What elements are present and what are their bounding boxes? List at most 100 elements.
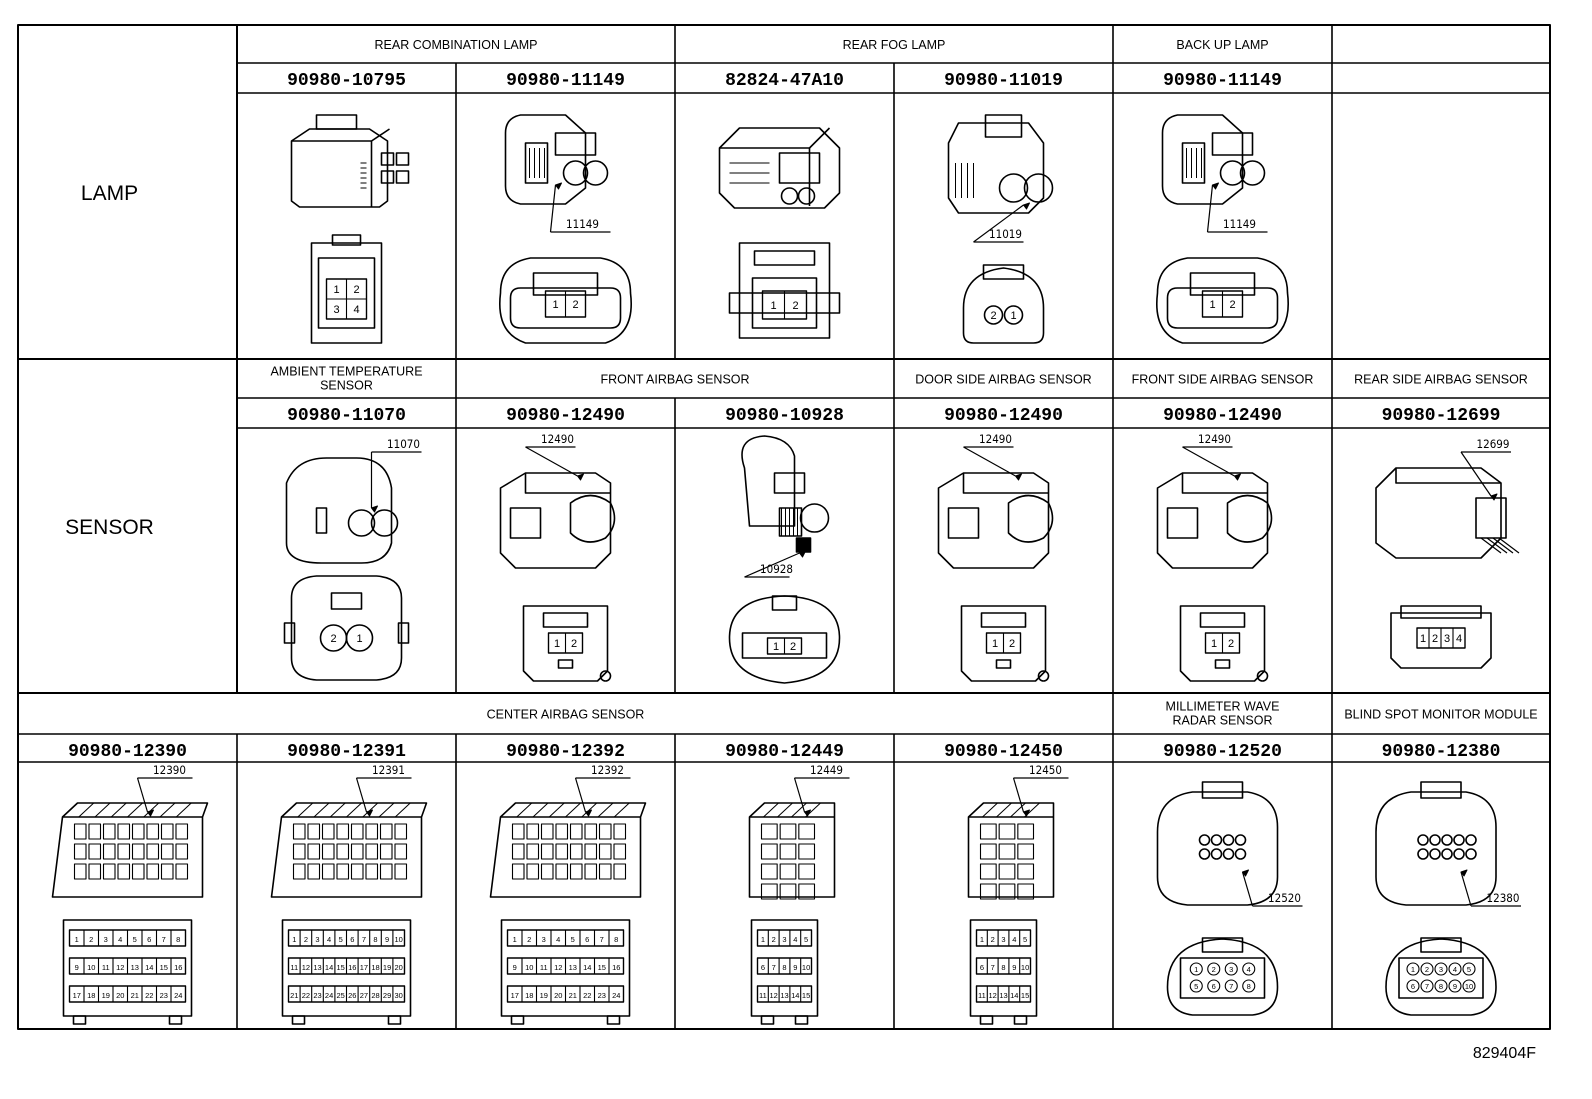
pin-number: 1 xyxy=(552,299,558,311)
part-number: 90980-12390 xyxy=(68,742,187,762)
pin-number: 1 xyxy=(1010,310,1016,322)
pin-number: 11 xyxy=(102,963,110,972)
part-number: 90980-12490 xyxy=(944,406,1063,426)
pin-number: 11 xyxy=(759,991,767,1000)
pin-number: 7 xyxy=(1229,982,1233,991)
pin-number: 4 xyxy=(793,935,797,944)
pin-number: 2 xyxy=(571,638,577,650)
pin-number: 19 xyxy=(540,991,548,1000)
pin-number: 3 xyxy=(333,304,339,316)
pin-number: 1 xyxy=(1420,633,1426,645)
group-label: REAR FOG LAMP xyxy=(843,38,946,52)
pin-number: 17 xyxy=(511,991,519,1000)
part-number: 90980-11149 xyxy=(1163,71,1282,91)
pin-number: 1 xyxy=(1209,299,1215,311)
part-number: 90980-12449 xyxy=(725,742,844,762)
callout-label: 12380 xyxy=(1487,891,1520,905)
pin-number: 24 xyxy=(325,991,333,1000)
callout-label: 11019 xyxy=(989,227,1022,241)
group-label: CENTER AIRBAG SENSOR xyxy=(487,708,645,722)
pin-number: 27 xyxy=(360,991,368,1000)
pin-number: 19 xyxy=(383,963,391,972)
pin-number: 5 xyxy=(1194,982,1198,991)
pin-number: 14 xyxy=(1010,991,1018,1000)
pin-number: 8 xyxy=(176,935,180,944)
pin-number: 2 xyxy=(1009,638,1015,650)
part-number: 90980-10795 xyxy=(287,71,406,91)
pin-number: 7 xyxy=(1425,982,1429,991)
pin-number: 2 xyxy=(527,935,531,944)
pin-number: 4 xyxy=(1012,935,1016,944)
pin-number: 9 xyxy=(1012,963,1016,972)
pin-number: 13 xyxy=(780,991,788,1000)
pin-number: 24 xyxy=(612,991,620,1000)
part-number: 90980-12520 xyxy=(1163,742,1282,762)
callout-label: 12490 xyxy=(979,432,1012,446)
pin-number: 3 xyxy=(1439,965,1443,974)
pin-number: 7 xyxy=(362,935,366,944)
pin-number: 1 xyxy=(1211,638,1217,650)
callout-label: 10928 xyxy=(760,562,793,576)
pin-number: 9 xyxy=(75,963,79,972)
pin-number: 2 xyxy=(572,299,578,311)
figure-code: 829404F xyxy=(1473,1045,1536,1062)
pin-number: 7 xyxy=(600,935,604,944)
pin-number: 19 xyxy=(102,991,110,1000)
pin-number: 22 xyxy=(583,991,591,1000)
pin-number: 1 xyxy=(761,935,765,944)
pin-number: 2 xyxy=(1228,638,1234,650)
pin-number: 13 xyxy=(131,963,139,972)
pin-number: 16 xyxy=(612,963,620,972)
pin-number: 6 xyxy=(1212,982,1216,991)
pin-number: 3 xyxy=(1229,965,1233,974)
pin-number: 6 xyxy=(980,963,984,972)
callout-label: 11149 xyxy=(1223,217,1256,231)
pin-number: 21 xyxy=(569,991,577,1000)
pin-number: 5 xyxy=(571,935,575,944)
pin-number: 7 xyxy=(772,963,776,972)
callout-label: 11070 xyxy=(387,437,420,451)
callout-label: 12392 xyxy=(591,763,624,777)
group-label: REAR SIDE AIRBAG SENSOR xyxy=(1354,373,1528,387)
pin-number: 8 xyxy=(1001,963,1005,972)
pin-number: 6 xyxy=(761,963,765,972)
pin-number: 4 xyxy=(1453,965,1457,974)
pin-number: 12 xyxy=(302,963,310,972)
pin-number: 8 xyxy=(373,935,377,944)
pin-number: 17 xyxy=(73,991,81,1000)
pin-number: 25 xyxy=(337,991,345,1000)
pin-number: 3 xyxy=(782,935,786,944)
part-number: 90980-12699 xyxy=(1382,406,1501,426)
pin-number: 23 xyxy=(598,991,606,1000)
part-number: 82824-47A10 xyxy=(725,71,844,91)
pin-number: 1 xyxy=(75,935,79,944)
pin-number: 11 xyxy=(540,963,548,972)
part-number: 90980-12490 xyxy=(1163,406,1282,426)
callout-label: 12699 xyxy=(1477,437,1510,451)
group-label: SENSOR xyxy=(320,379,373,393)
pin-number: 12 xyxy=(989,991,997,1000)
pin-number: 13 xyxy=(569,963,577,972)
pin-number: 30 xyxy=(395,991,403,1000)
pin-number: 15 xyxy=(337,963,345,972)
pin-number: 2 xyxy=(353,284,359,296)
pin-number: 12 xyxy=(770,991,778,1000)
pin-number: 20 xyxy=(116,991,124,1000)
pin-number: 3 xyxy=(1444,633,1450,645)
group-label: RADAR SENSOR xyxy=(1172,714,1272,728)
part-number: 90980-12380 xyxy=(1382,742,1501,762)
group-label: BACK UP LAMP xyxy=(1176,38,1268,52)
pin-number: 3 xyxy=(315,935,319,944)
part-number: 90980-10928 xyxy=(725,406,844,426)
pin-number: 21 xyxy=(290,991,298,1000)
pin-number: 29 xyxy=(383,991,391,1000)
